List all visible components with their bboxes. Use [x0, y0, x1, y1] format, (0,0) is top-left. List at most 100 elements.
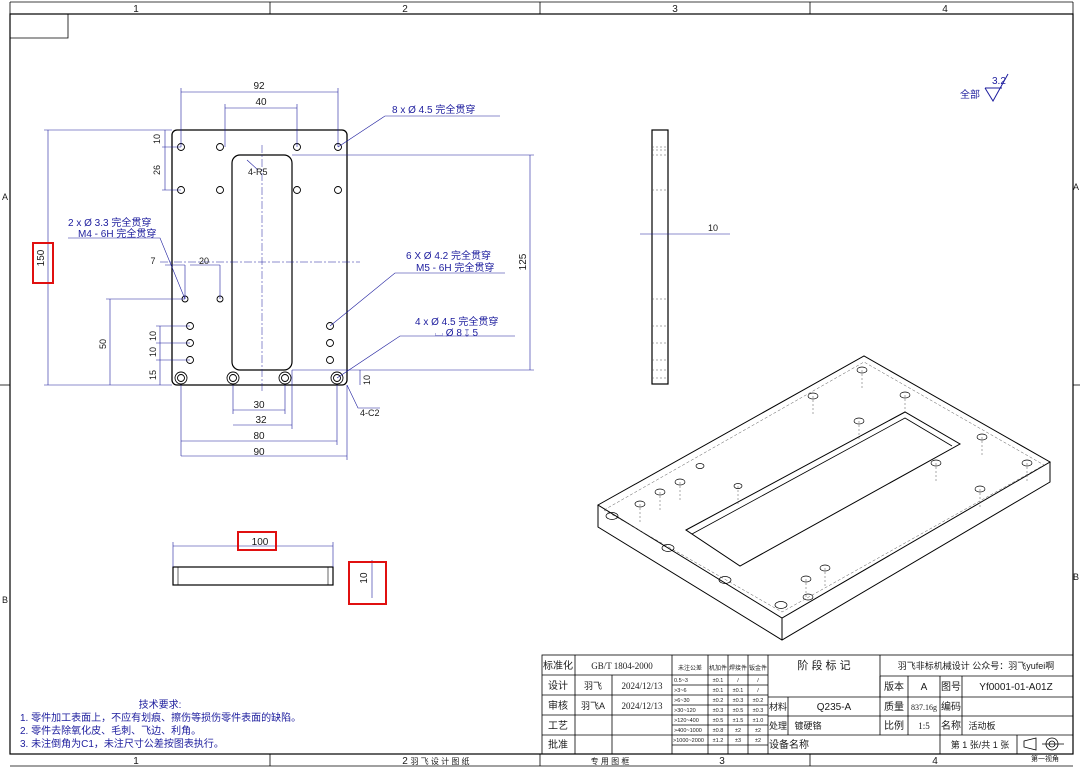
label-design: 设计 [548, 679, 568, 692]
version-value: A [921, 682, 928, 693]
tol-m-3: ±0.3 [713, 708, 724, 714]
tol-m-0: ±0.1 [713, 678, 724, 684]
tolerance-table: 0.5~3 ±0.1 / / >3~6 ±0.1 ±0.1 / >6~30 ±0… [673, 678, 763, 744]
tol-w-0: / [737, 678, 739, 684]
side-thickness-dim: 10 [708, 223, 718, 233]
part-name: 活动板 [968, 720, 995, 731]
tol-range-5: >400~1000 [674, 728, 702, 734]
zone-bottom-1: 1 [133, 756, 139, 767]
tol-range-3: >30~120 [674, 708, 696, 714]
bottom-strip-right: 专 用 图 框 [591, 756, 630, 766]
sheet-count: 第 1 张/共 1 张 [951, 739, 1010, 750]
label-sheet-metal: 钣金件 [749, 664, 767, 672]
zone-bottom-3: 3 [719, 756, 725, 767]
scale-value: 1:5 [918, 721, 930, 731]
note-holes-top: 8 x Ø 4.5 完全贯穿 [392, 103, 475, 116]
label-approve: 批准 [548, 738, 568, 751]
reviewer: 羽飞A [581, 701, 605, 711]
tol-s-6: ±2 [755, 738, 761, 744]
bottom-length-highlight [237, 531, 277, 551]
label-material: 材料 [769, 701, 787, 712]
tech-req-item-1: 1. 零件加工表面上，不应有划痕、擦伤等损伤零件表面的缺陷。 [20, 711, 301, 724]
zone-top-4: 4 [942, 4, 948, 15]
zone-side-b-right: B [1073, 572, 1079, 582]
dim-90: 90 [253, 447, 265, 458]
dim-80: 80 [253, 431, 265, 442]
technical-requirements: 技术要求: 1. 零件加工表面上，不应有划痕、擦伤等损伤零件表面的缺陷。 2. … [20, 698, 301, 750]
zone-top-2: 2 [402, 4, 408, 15]
surface-finish-value: 3.2 [992, 76, 1006, 87]
label-machined: 机加件 [709, 664, 727, 672]
tapped-holes-m4 [181, 295, 224, 303]
label-mass: 质量 [884, 701, 904, 713]
zone-top-3: 3 [672, 4, 678, 15]
tol-w-6: ±3 [735, 738, 741, 744]
dim-7: 7 [150, 256, 155, 266]
dim-32: 32 [255, 415, 267, 426]
tol-range-0: 0.5~3 [674, 678, 688, 684]
tol-m-5: ±0.8 [713, 728, 724, 734]
dim-150-highlight [32, 242, 54, 284]
bottom-view: 100 10 [172, 531, 387, 605]
tol-w-4: ±1.5 [733, 718, 744, 724]
note-holes-left-1: 2 x Ø 3.3 完全贯穿 [68, 216, 151, 229]
counterbored-holes [174, 371, 344, 385]
tol-range-1: >3~6 [674, 688, 687, 694]
tol-m-4: ±0.5 [713, 718, 724, 724]
zone-side-b-left: B [2, 595, 8, 605]
dim-40: 40 [255, 97, 267, 108]
surface-finish-symbol: 3.2 全部 [960, 73, 1009, 102]
dim-50: 50 [98, 339, 108, 349]
dim-150: 150 [36, 249, 47, 266]
label-scale: 比例 [884, 719, 904, 732]
bottom-thickness-highlight [348, 561, 387, 605]
standard-value: GB/T 1804-2000 [591, 661, 653, 671]
company: 羽飞非标机械设计 公众号：羽飞yufei啊 [898, 660, 1055, 671]
projection-symbol [1023, 737, 1064, 751]
dim-20: 20 [199, 256, 209, 266]
note-holes-right-2: M5 - 6H 完全贯穿 [416, 261, 494, 274]
zone-bottom-2: 2 [402, 756, 408, 767]
note-holes-cb-2: ⌴ Ø 8 ↧ 5 [435, 328, 478, 339]
review-date: 2024/12/13 [621, 701, 663, 711]
bottom-thickness-dim: 10 [359, 572, 370, 584]
material-value: Q235-A [817, 702, 852, 713]
label-stage: 阶 段 标 记 [797, 658, 850, 672]
label-equipment: 设备名称 [769, 738, 809, 751]
tol-s-3: ±0.3 [753, 708, 764, 714]
drawing-no: Yf0001-01-A01Z [979, 682, 1052, 693]
tol-range-6: >1000~2000 [673, 738, 704, 744]
dim-125: 125 [518, 253, 529, 270]
title-block [541, 654, 1074, 755]
label-review: 审核 [548, 699, 568, 712]
bottom-strip-left: 羽 飞 设 计 图 纸 [410, 756, 469, 766]
mass-value: 837.16g [911, 703, 937, 712]
tol-s-1: / [757, 688, 759, 694]
dim-30: 30 [253, 400, 265, 411]
tapped-holes-m5 [186, 322, 334, 364]
front-view: 92 40 10 26 150 125 7 20 50 10 10 15 10 … [32, 81, 534, 460]
dim-26: 26 [152, 165, 162, 175]
tol-w-2: ±0.3 [733, 698, 744, 704]
zone-side-a-left: A [2, 192, 8, 202]
front-dimension-lines [44, 88, 534, 460]
designer: 羽飞 [584, 681, 602, 691]
label-name: 名称 [941, 719, 961, 732]
projection-label: 第一视角 [1031, 754, 1059, 763]
note-holes-right-1: 6 X Ø 4.2 完全贯穿 [406, 249, 491, 262]
plate-outline [171, 129, 348, 386]
tech-req-item-3: 3. 未注倒角为C1，未注尺寸公差按图表执行。 [20, 737, 224, 750]
tol-w-1: ±0.1 [733, 688, 744, 694]
treatment-value: 镀硬铬 [794, 720, 821, 731]
dim-92: 92 [253, 81, 265, 92]
zone-side-a-right: A [1073, 182, 1079, 192]
zone-bottom-4: 4 [932, 756, 938, 767]
tol-m-1: ±0.1 [713, 688, 724, 694]
side-view: 10 [640, 129, 730, 385]
note-c2: 4-C2 [360, 408, 380, 418]
tol-s-4: ±1.0 [753, 718, 764, 724]
tol-w-5: ±2 [735, 728, 741, 734]
tol-s-0: / [757, 678, 759, 684]
